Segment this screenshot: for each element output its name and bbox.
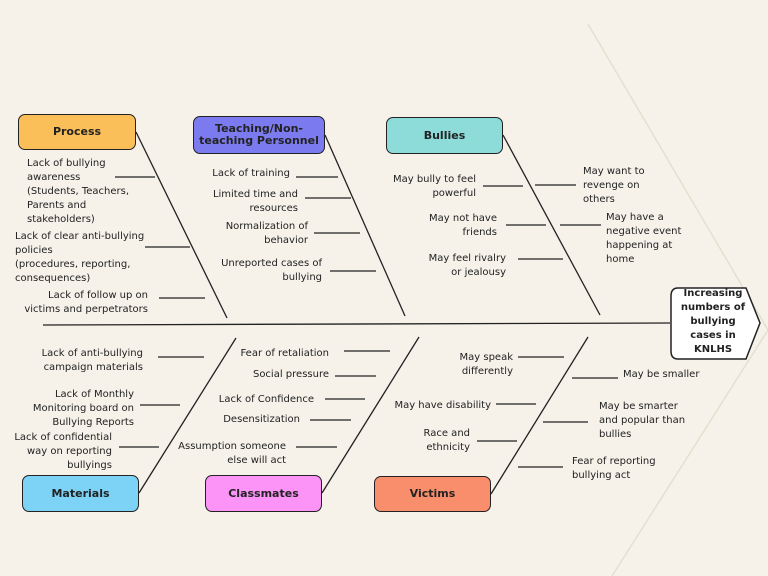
cause-label[interactable]: Lack of anti-bullying campaign materials bbox=[41, 348, 143, 373]
cause-label[interactable]: Desensitization bbox=[223, 414, 300, 425]
category-teaching-personnel[interactable]: Teaching/Non- teaching Personnel bbox=[193, 116, 325, 154]
bone-teaching bbox=[324, 134, 406, 317]
cause-label[interactable]: Fear of retaliation bbox=[240, 348, 329, 359]
category-label: Classmates bbox=[228, 486, 299, 500]
cause-label[interactable]: Assumption someone else will act bbox=[178, 441, 286, 466]
cause-label[interactable]: Fear of reporting bullying act bbox=[572, 456, 656, 481]
bone-materials bbox=[138, 337, 237, 494]
category-label: Teaching/Non- teaching Personnel bbox=[199, 122, 319, 147]
cause-label[interactable]: Limited time and resources bbox=[212, 189, 298, 214]
category-label: Materials bbox=[51, 486, 110, 500]
bone-victims bbox=[490, 336, 589, 495]
cause-label[interactable]: May feel rivalry or jealousy bbox=[428, 253, 506, 278]
spine-line bbox=[42, 322, 671, 326]
category-label: Victims bbox=[409, 487, 456, 500]
bone-bullies bbox=[502, 134, 601, 316]
head-shape bbox=[670, 287, 761, 360]
cause-label[interactable]: Lack of clear anti-bullying policies (pr… bbox=[15, 231, 145, 284]
cause-label[interactable]: Lack of confidential way on reporting bu… bbox=[14, 432, 112, 471]
cause-label[interactable]: May have disability bbox=[394, 400, 491, 411]
effect-label: Increasing numbers of bullying cases in … bbox=[680, 288, 746, 355]
cause-label[interactable]: May speak differently bbox=[459, 352, 513, 377]
cause-label[interactable]: Lack of Monthly Monitoring board on Bull… bbox=[32, 389, 134, 428]
cause-label[interactable]: Lack of bullying awareness (Students, Te… bbox=[27, 158, 130, 225]
category-label: Bullies bbox=[423, 128, 466, 142]
cause-label[interactable]: May have a negative event happening at h… bbox=[606, 212, 682, 265]
cause-label[interactable]: May want to revenge on others bbox=[583, 166, 645, 205]
cause-label[interactable]: Unreported cases of bullying bbox=[221, 258, 322, 283]
background-chevron bbox=[587, 23, 768, 576]
cause-label[interactable]: May bully to feel powerful bbox=[392, 174, 476, 199]
category-label: Process bbox=[52, 125, 102, 138]
cause-label[interactable]: Lack of training bbox=[212, 168, 290, 179]
cause-label[interactable]: Normalization of behavior bbox=[225, 221, 308, 246]
cause-label[interactable]: May be smarter and popular than bullies bbox=[599, 401, 686, 440]
cause-label[interactable]: May be smaller bbox=[623, 369, 700, 380]
category-materials[interactable]: Materials bbox=[22, 475, 139, 512]
cause-label[interactable]: May not have friends bbox=[429, 213, 497, 238]
cause-label[interactable]: Social pressure bbox=[252, 369, 329, 380]
bone-process bbox=[135, 131, 228, 319]
cause-label[interactable]: Lack of Confidence bbox=[218, 394, 314, 405]
category-process[interactable]: Process bbox=[18, 114, 136, 150]
cause-label[interactable]: Lack of follow up on victims and perpetr… bbox=[24, 290, 148, 315]
category-victims[interactable]: Victims bbox=[374, 476, 491, 512]
category-bullies[interactable]: Bullies bbox=[386, 117, 503, 154]
effect-head[interactable]: Increasing numbers of bullying cases in … bbox=[670, 287, 761, 360]
category-classmates[interactable]: Classmates bbox=[205, 475, 322, 512]
cause-label[interactable]: Race and ethnicity bbox=[423, 428, 471, 453]
bone-classmates bbox=[321, 336, 420, 494]
